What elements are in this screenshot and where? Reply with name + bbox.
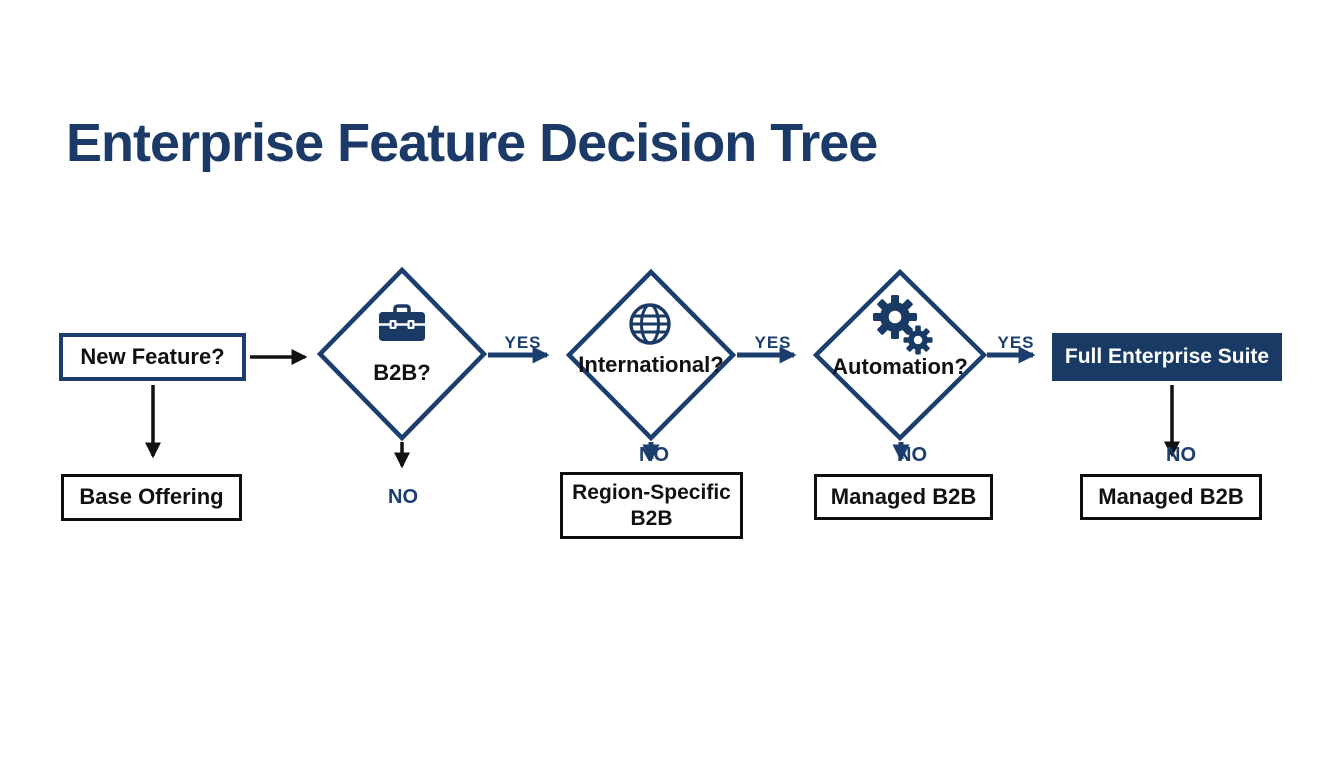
edge-label-b2b-yes: YES <box>504 333 542 352</box>
node-full-enterprise-suite-label: Full Enterprise Suite <box>1064 345 1270 369</box>
node-b2b-label: B2B? <box>373 360 431 385</box>
node-region-specific-b2b-label: Region-Specific B2B <box>572 481 731 530</box>
gears-icon <box>873 295 933 355</box>
decision-diamond-international <box>565 268 737 442</box>
node-managed-b2b-automation-label: Managed B2B <box>830 483 977 509</box>
edge-label-b2b-no: NO <box>388 486 418 508</box>
node-full-enterprise-suite: Full Enterprise Suite <box>1052 333 1282 381</box>
decision-diamond-b2b <box>316 266 488 442</box>
node-international-label: International? <box>578 352 724 377</box>
edge-label-suite-no: NO <box>1166 444 1196 466</box>
edge-label-automation-no: NO <box>897 444 927 466</box>
briefcase-icon <box>379 304 425 341</box>
node-managed-b2b-automation: Managed B2B <box>814 474 993 520</box>
decision-diamond-automation <box>812 268 988 442</box>
node-base-offering-label: Base Offering <box>79 484 224 510</box>
node-automation-label: Automation? <box>832 354 968 379</box>
edge-label-international-no: NO <box>639 444 669 466</box>
node-managed-b2b-suite-label: Managed B2B <box>1098 483 1244 509</box>
node-base-offering: Base Offering <box>61 474 242 521</box>
edge-label-international-yes: YES <box>754 333 792 352</box>
node-region-specific-b2b: Region-Specific B2B <box>560 472 743 539</box>
globe-icon <box>629 303 671 345</box>
node-managed-b2b-suite: Managed B2B <box>1080 474 1262 520</box>
edge-label-automation-yes: YES <box>997 333 1035 352</box>
node-new-feature-label: New Feature? <box>80 343 225 369</box>
page-title: Enterprise Feature Decision Tree <box>66 113 878 173</box>
node-new-feature: New Feature? <box>59 333 246 381</box>
